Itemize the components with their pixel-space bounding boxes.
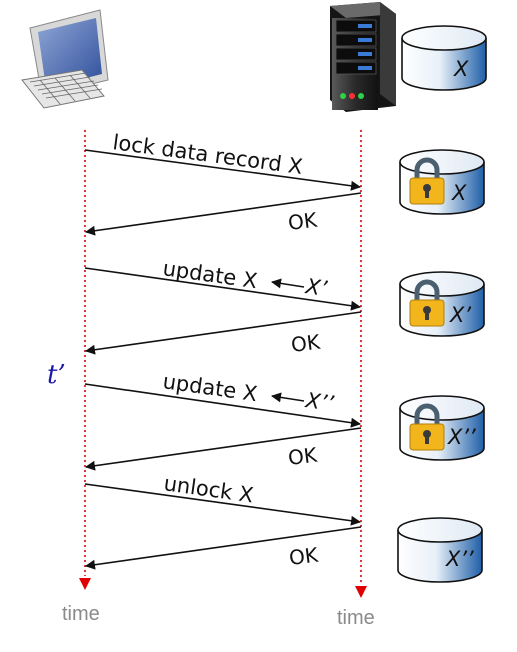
time-label-server: time (337, 607, 375, 629)
message-lock: lock data record X (84, 130, 361, 191)
database-icon: X (401, 25, 487, 91)
message-unlock: unlock X (84, 471, 361, 526)
message-update-2: update X X’’ (84, 369, 361, 428)
ok-label-2: OK (290, 330, 322, 357)
database-label: X (451, 181, 467, 205)
client-timeline (79, 130, 91, 590)
database-label: X’’ (445, 547, 474, 571)
unlock-label: unlock X (162, 471, 255, 507)
update-label-1: update X (161, 256, 258, 293)
message-ok-3: OK (85, 427, 362, 471)
update-value-2: X’’ (303, 388, 335, 416)
database-label: X (453, 57, 469, 81)
message-update-1: update X X’ (84, 256, 361, 311)
update-value-1: X’ (303, 274, 329, 301)
server-timeline (355, 130, 367, 598)
t-prime-label: t’ (47, 360, 66, 390)
database-icon: X (399, 149, 485, 215)
message-ok-1: OK (85, 192, 362, 236)
desktop-computer-icon (21, 9, 109, 109)
database-icon: X’’ (397, 517, 483, 583)
ok-label-3: OK (287, 443, 319, 470)
database-label: X’ (449, 303, 471, 327)
time-label-client: time (62, 603, 100, 625)
database-icon: X’’ (399, 395, 485, 461)
lock-label: lock data record X (111, 130, 304, 179)
message-ok-4: OK (85, 526, 362, 570)
database-icon: X’ (399, 271, 485, 337)
padlock-icon (409, 157, 445, 205)
ok-label-4: OK (288, 543, 320, 570)
message-ok-2: OK (85, 311, 362, 357)
padlock-icon (409, 403, 445, 451)
update-label-2: update X (161, 369, 258, 406)
database-label: X’’ (447, 425, 476, 449)
ok-label-1: OK (287, 208, 319, 235)
server-tower-icon (330, 2, 396, 112)
padlock-icon (409, 279, 445, 327)
